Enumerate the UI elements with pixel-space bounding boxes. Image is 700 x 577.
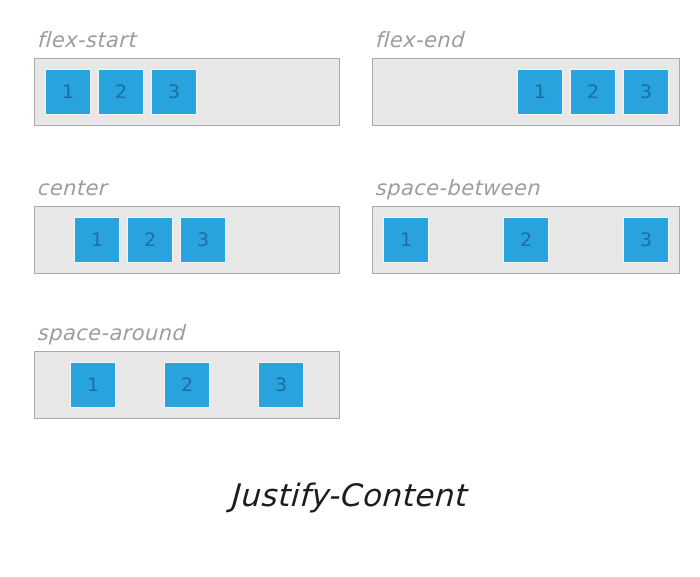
flex-item: 1 (46, 70, 90, 114)
flex-container-center: 1 2 3 (34, 206, 340, 274)
flex-item: 1 (71, 363, 115, 407)
flex-item: 1 (518, 70, 562, 114)
demo-center: center 1 2 3 (34, 175, 340, 274)
flex-item: 1 (75, 218, 119, 262)
flex-item: 2 (504, 218, 548, 262)
demo-label-center: center (37, 176, 109, 200)
flex-item: 3 (624, 70, 668, 114)
demo-space-around: space-around 1 2 3 (34, 320, 340, 419)
demo-label-flex-end: flex-end (375, 28, 466, 52)
flex-item: 3 (259, 363, 303, 407)
flex-item: 2 (165, 363, 209, 407)
flex-container-flex-start: 1 2 3 (34, 58, 340, 126)
demo-flex-end: flex-end 1 2 3 (372, 27, 680, 126)
demo-flex-start: flex-start 1 2 3 (34, 27, 340, 126)
flex-item: 2 (571, 70, 615, 114)
flex-item: 2 (99, 70, 143, 114)
flex-item: 3 (624, 218, 668, 262)
flex-item: 3 (152, 70, 196, 114)
flex-item: 2 (128, 218, 172, 262)
flex-item: 3 (181, 218, 225, 262)
flex-container-flex-end: 1 2 3 (372, 58, 680, 126)
demo-label-space-between: space-between (375, 176, 542, 200)
demo-space-between: space-between 1 2 3 (372, 175, 680, 274)
demo-label-space-around: space-around (37, 321, 187, 345)
flex-container-space-around: 1 2 3 (34, 351, 340, 419)
flex-item: 1 (384, 218, 428, 262)
figure-title: Justify-Content (230, 478, 470, 514)
demo-label-flex-start: flex-start (37, 28, 138, 52)
flex-container-space-between: 1 2 3 (372, 206, 680, 274)
